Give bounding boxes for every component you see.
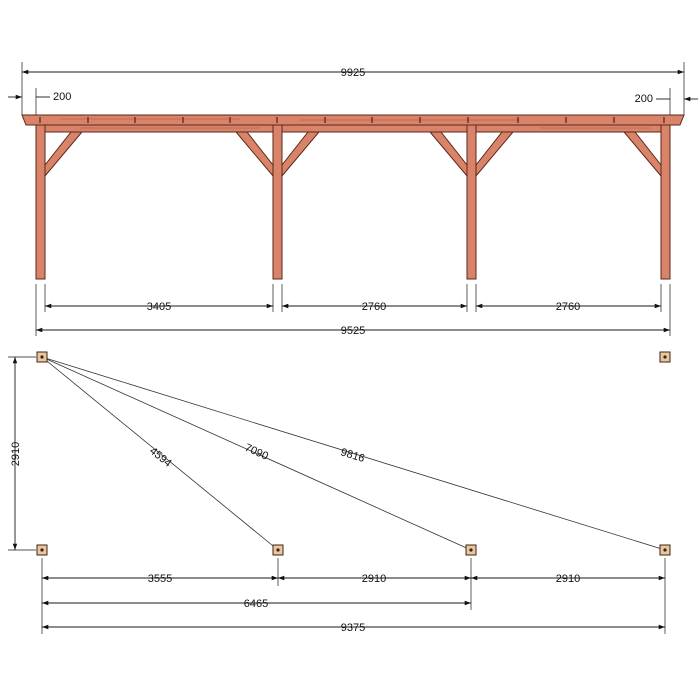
bay-2-label: 2910 [362, 573, 386, 585]
diagonal-2-label: 7090 [243, 442, 270, 463]
footings [36, 351, 671, 556]
brace-1-right [44, 131, 84, 178]
brace-2-right [281, 131, 321, 178]
brace-2-left [234, 131, 274, 178]
diagonal-lines [41, 356, 666, 551]
span-3-label: 2760 [556, 301, 580, 313]
overhang-left-dimension: 200 [8, 88, 71, 118]
total-label: 9375 [341, 622, 365, 634]
brace-3-left [428, 131, 468, 178]
bay-3-label: 2910 [556, 573, 580, 585]
span-dimensions: 3405 2760 2760 9525 [35, 284, 671, 337]
footing-back-left [36, 351, 48, 363]
plan-view: 4594 7090 9816 2910 [8, 351, 671, 634]
footing-back-right [659, 351, 671, 363]
span-1-label: 3405 [147, 301, 171, 313]
elevation-view: 9925 200 200 [8, 62, 698, 337]
posts [35, 124, 671, 280]
bay-1-label: 3555 [148, 573, 172, 585]
post-3 [466, 124, 477, 280]
brace-3-right [475, 131, 515, 178]
depth-label: 2910 [10, 442, 22, 466]
brace-4-left [622, 131, 662, 178]
diagonal-1-label: 4594 [147, 445, 174, 470]
rafter-ticks [39, 117, 665, 123]
overhang-right-label: 200 [635, 93, 653, 105]
overall-length-label: 9925 [341, 67, 365, 79]
overhang-right-dimension: 200 [635, 88, 698, 118]
footing-front-2 [272, 544, 284, 556]
top-beam [21, 114, 685, 133]
footing-front-3 [465, 544, 477, 556]
cumulative-2-label: 6465 [244, 598, 268, 610]
depth-dimension: 2910 [8, 356, 36, 551]
post-4 [660, 124, 671, 280]
footing-front-4 [659, 544, 671, 556]
diagonal-3-label: 9816 [339, 446, 366, 465]
post-total-label: 9525 [341, 325, 365, 337]
footing-front-1 [36, 544, 48, 556]
span-2-label: 2760 [362, 301, 386, 313]
overall-length-dimension: 9925 [21, 62, 685, 115]
plan-bay-dimensions: 3555 2910 2910 6465 9375 [41, 558, 666, 634]
post-1 [35, 124, 46, 280]
overhang-left-label: 200 [53, 91, 71, 103]
post-2 [272, 124, 283, 280]
knee-braces [44, 131, 662, 178]
